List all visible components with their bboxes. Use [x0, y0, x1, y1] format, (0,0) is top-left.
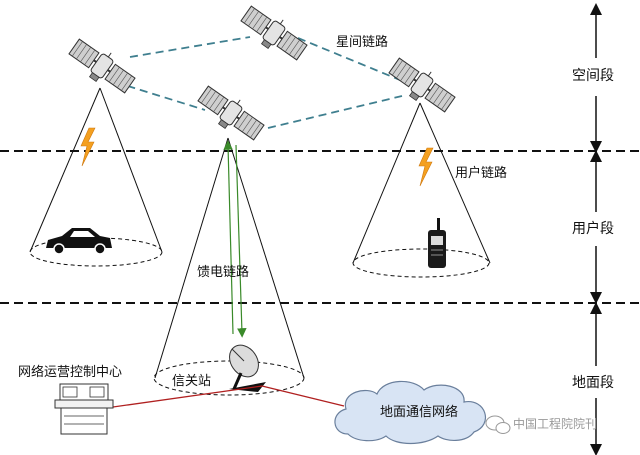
- cloud-icon: [334, 380, 486, 445]
- handheld-terminal-icon: [428, 218, 446, 268]
- inter-satellite-links: [114, 36, 403, 129]
- lightning-icon: [80, 127, 96, 167]
- inter-satellite-link-label: 星间链路: [336, 35, 389, 50]
- feeder-link-label: 馈电链路: [197, 265, 250, 280]
- feeder-link-arrow: [223, 140, 247, 338]
- coverage-cones: [29, 87, 491, 396]
- segment-label-user: 用户段: [572, 221, 614, 237]
- satellite-icon: [63, 32, 141, 100]
- satellite-icon: [235, 0, 313, 67]
- control-center-icon: [54, 383, 114, 435]
- car-icon: [46, 228, 112, 255]
- wechat-logo-icon: [485, 415, 511, 434]
- control-center-label: 网络运营控制中心: [18, 365, 123, 380]
- watermark-text: 中国工程院院刊: [513, 417, 598, 431]
- lightning-icon: [418, 147, 434, 187]
- terrestrial-links: [105, 385, 345, 409]
- gateway-label: 信关站: [172, 374, 212, 389]
- segment-label-space: 空间段: [572, 68, 614, 84]
- gateway-dish-icon: [229, 344, 266, 392]
- user-link-label: 用户链路: [455, 166, 508, 181]
- terrestrial-network-label: 地面通信网络: [380, 405, 459, 420]
- segment-label-ground: 地面段: [572, 375, 614, 391]
- satellite-icon: [192, 79, 270, 147]
